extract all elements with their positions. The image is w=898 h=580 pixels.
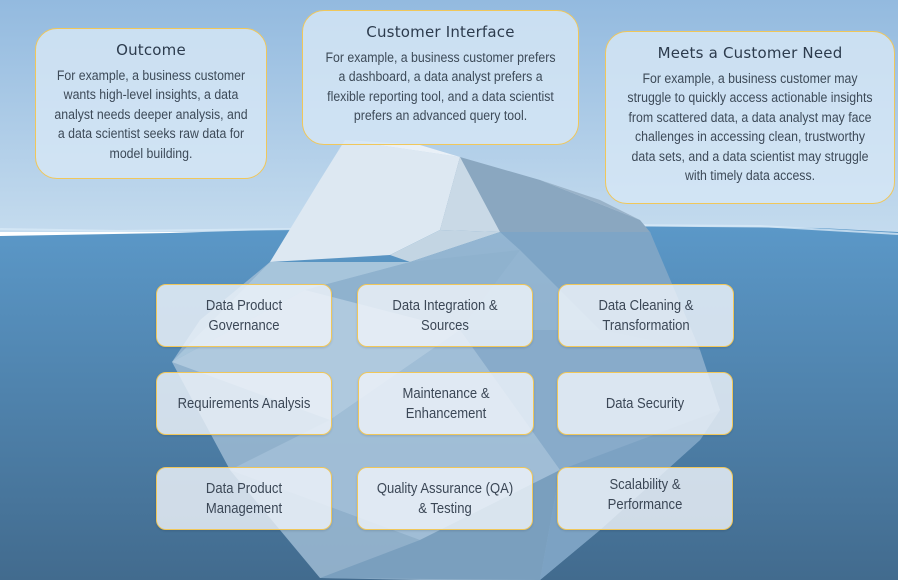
outcome-title: Outcome bbox=[116, 41, 186, 59]
item-label: Scalability & Performance bbox=[607, 476, 683, 513]
customer-interface-card: Customer Interface For example, a busine… bbox=[302, 10, 579, 145]
outcome-description: For example, a business customer wants h… bbox=[54, 68, 248, 161]
customer-need-description: For example, a business customer may str… bbox=[627, 71, 873, 184]
item-data-product-governance: Data Product Governance bbox=[156, 284, 332, 347]
outcome-card: Outcome For example, a business customer… bbox=[35, 28, 267, 179]
item-data-security: Data Security bbox=[557, 372, 733, 435]
item-label: Data Product Management bbox=[205, 480, 283, 517]
item-label: Quality Assurance (QA) & Testing bbox=[376, 480, 514, 517]
item-maintenance-enhancement: Maintenance & Enhancement bbox=[358, 372, 534, 435]
item-data-product-management: Data Product Management bbox=[156, 467, 332, 530]
item-quality-assurance-testing: Quality Assurance (QA) & Testing bbox=[357, 467, 533, 530]
customer-need-title: Meets a Customer Need bbox=[657, 44, 843, 62]
item-data-integration-sources: Data Integration & Sources bbox=[357, 284, 533, 347]
item-label: Maintenance & Enhancement bbox=[402, 385, 490, 422]
item-label: Data Security bbox=[605, 395, 685, 412]
item-requirements-analysis: Requirements Analysis bbox=[156, 372, 332, 435]
customer-interface-description: For example, a business customer prefers… bbox=[325, 50, 556, 124]
item-scalability-performance: Scalability & Performance bbox=[557, 467, 733, 530]
item-label: Data Cleaning & Transformation bbox=[598, 297, 694, 334]
item-label: Data Product Governance bbox=[205, 297, 283, 334]
item-label: Data Integration & Sources bbox=[392, 297, 498, 334]
item-data-cleaning-transformation: Data Cleaning & Transformation bbox=[558, 284, 734, 347]
item-label: Requirements Analysis bbox=[177, 395, 311, 412]
customer-interface-title: Customer Interface bbox=[366, 23, 515, 41]
customer-need-card: Meets a Customer Need For example, a bus… bbox=[605, 31, 895, 204]
